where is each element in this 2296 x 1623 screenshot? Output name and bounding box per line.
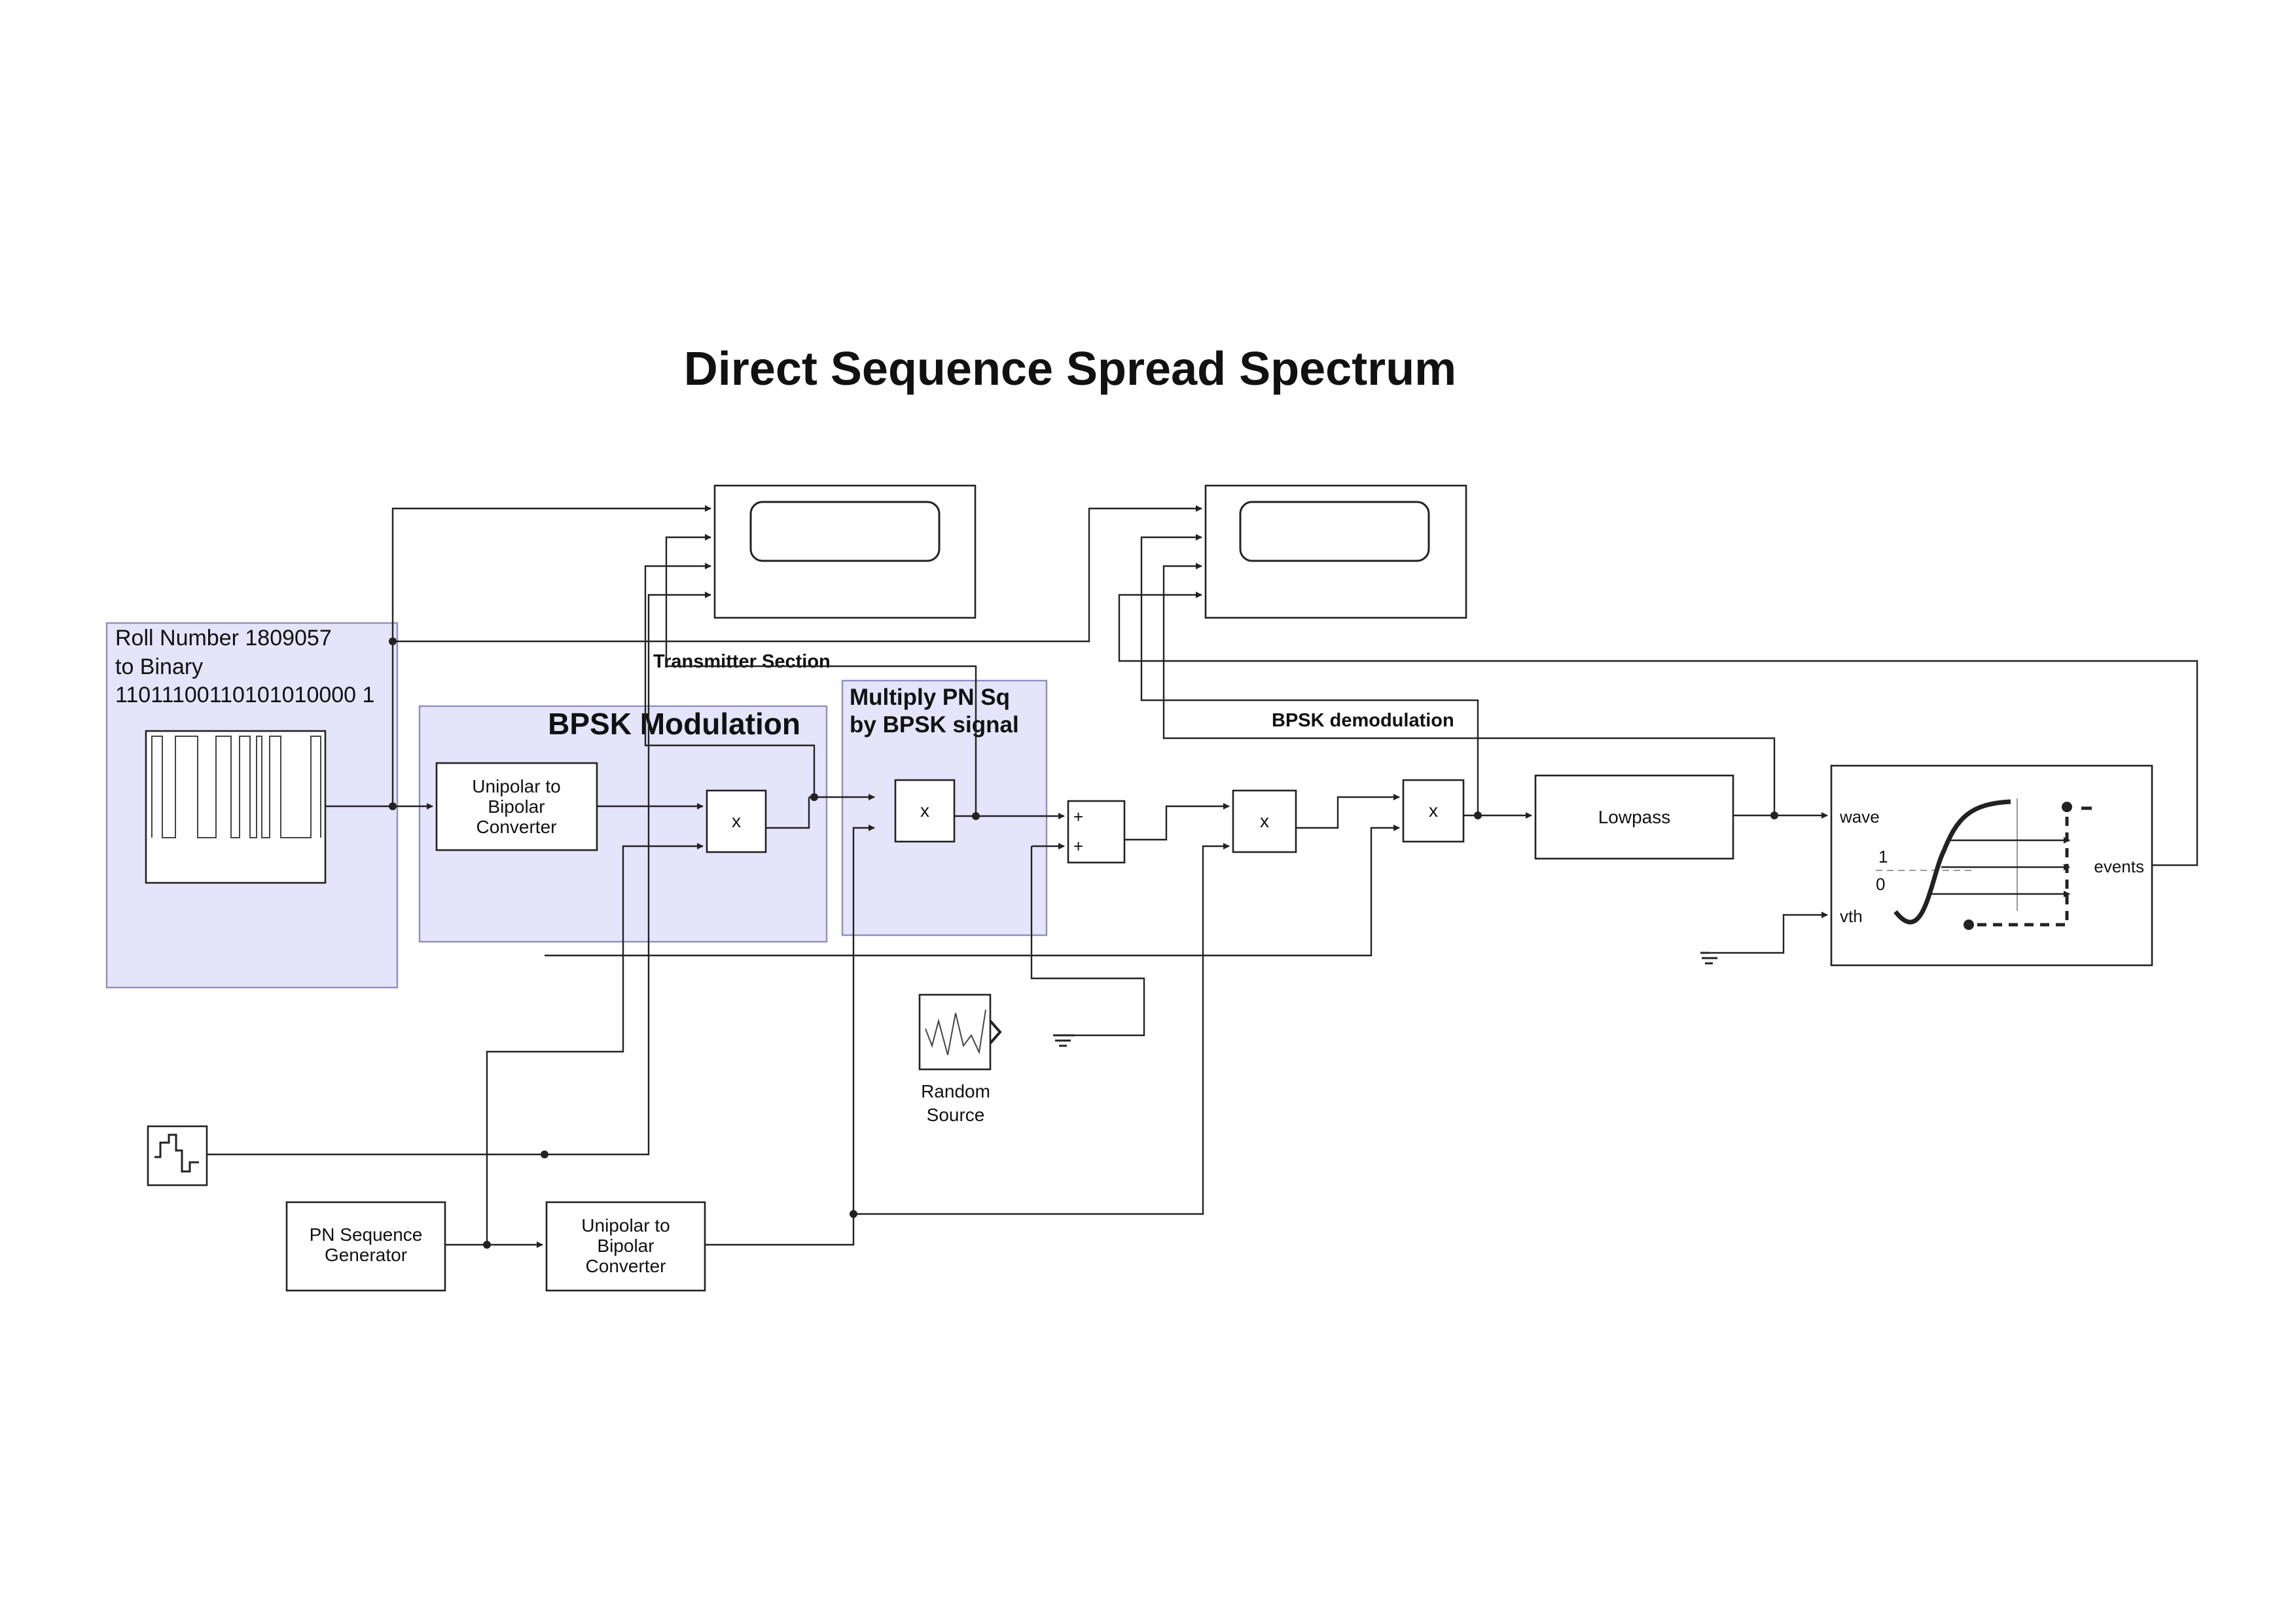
sum-block[interactable]: + + [1067,800,1126,864]
product-block-1[interactable]: x [706,789,767,853]
pn-generator-label-line: Generator [325,1245,407,1265]
product-block-3[interactable]: x [1232,789,1297,853]
product-symbol: x [920,800,929,821]
comparator-vth-port: vth [1840,906,1863,926]
bpsk-modulation-label: BPSK Modulation [548,707,800,741]
random-signal-icon [925,1009,986,1056]
roll-number-label: Roll Number 1809057 [115,626,332,651]
roll-binary-value: 11011100110101010000 1 [115,683,374,707]
converter-label-line: Converter [476,817,557,837]
comparator-block[interactable]: wave vth events 1 0 [1830,764,2153,967]
converter-label-line: Unipolar to [581,1215,670,1236]
ground-icon[interactable] [1053,1034,1124,1047]
multiply-pn-area: Multiply PN Sq by BPSK signal [841,679,1048,936]
diagram-title: Direct Sequence Spread Spectrum [684,343,1456,395]
pn-sequence-generator[interactable]: PN Sequence Generator [285,1201,446,1292]
signal-wires [207,505,2198,1248]
converter-label-line: Bipolar [488,796,545,817]
bpsk-demodulation-label: BPSK demodulation [1272,710,1454,731]
random-source-block[interactable]: Random Source [918,993,1002,1125]
multiply-pn-label-1: Multiply PN Sq [850,685,1010,710]
ground-icon[interactable] [1700,952,1717,965]
transmitter-section-label: Transmitter Section [653,651,831,672]
comparator-icon [1876,798,2092,930]
lowpass-label: Lowpass [1598,807,1671,827]
converter-label-line: Bipolar [597,1236,654,1256]
signal-builder-block[interactable] [145,730,327,884]
pn-generator-label-line: PN Sequence [310,1224,423,1245]
multiply-pn-label-2: by BPSK signal [850,712,1019,738]
lowpass-filter[interactable]: Lowpass [1534,774,1734,860]
product-symbol: x [1429,800,1438,821]
random-source-label-line: Source [927,1105,985,1125]
sine-wave-icon [154,1133,199,1173]
product-symbol: x [1260,811,1269,831]
signal-builder-icon [151,736,321,838]
comparator-level-low: 0 [1876,874,1885,894]
sum-sign: + [1073,807,1083,827]
scope-icon [749,501,941,562]
sine-wave-source[interactable] [147,1125,208,1186]
comparator-level-high: 1 [1878,847,1888,866]
comparator-events-port: events [2094,857,2144,876]
random-source-label-line: Random [921,1081,990,1101]
product-block-4[interactable]: x [1402,779,1465,843]
junction-dots [389,637,1778,1249]
scope-icon [1239,501,1430,562]
unipolar-bipolar-converter-bottom[interactable]: Unipolar to Bipolar Converter [545,1201,706,1292]
unipolar-bipolar-converter-top[interactable]: Unipolar to Bipolar Converter [435,762,598,851]
product-block-2[interactable]: x [894,779,956,843]
sum-sign: + [1073,836,1083,856]
converter-label-line: Converter [586,1256,666,1276]
scope-receiver[interactable] [1204,484,1467,619]
comparator-wave-port: wave [1839,807,1880,827]
roll-to-binary-label: to Binary [115,654,203,679]
product-symbol: x [732,811,741,831]
scope-transmitter[interactable] [713,484,977,619]
converter-label-line: Unipolar to [472,776,560,796]
